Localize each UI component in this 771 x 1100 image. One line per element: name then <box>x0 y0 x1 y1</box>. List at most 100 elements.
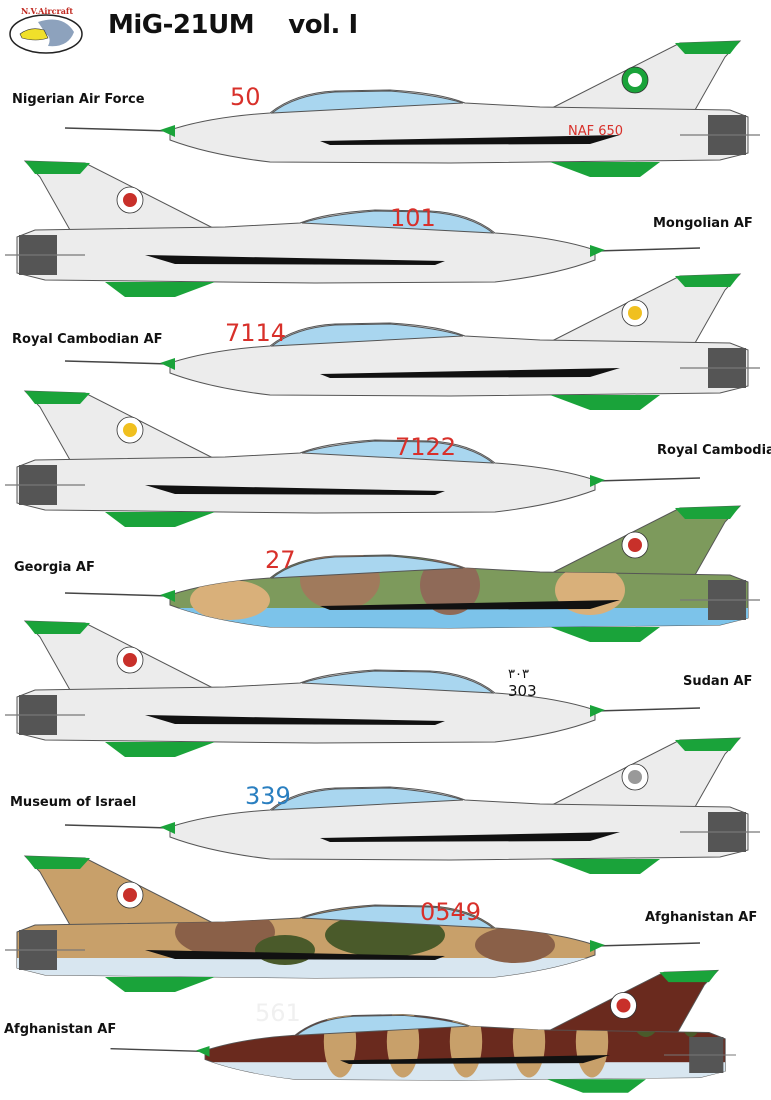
wing-root <box>320 135 620 145</box>
air-force-label: Nigerian Air Force <box>12 92 145 107</box>
svg-text:N.V.Aircraft: N.V.Aircraft <box>21 6 73 16</box>
canopy <box>270 323 464 347</box>
insignia-center <box>628 73 642 87</box>
canopy <box>270 555 464 579</box>
air-force-label: Georgia AF <box>14 560 95 575</box>
nose-cone <box>590 475 605 487</box>
pitot-probe <box>594 707 701 712</box>
air-force-label: Mongolian AF <box>653 216 753 231</box>
aircraft-code: 7122 <box>395 433 457 461</box>
air-force-label: Sudan AF <box>683 674 753 689</box>
aircraft-code: 561 <box>255 999 301 1027</box>
camo-patch <box>475 927 555 963</box>
ventral-fin <box>550 395 660 410</box>
aircraft-profile <box>5 390 701 527</box>
pitot-probe <box>64 824 171 829</box>
secondary-marking: ٣٠٣ <box>508 667 529 682</box>
aircraft-code: 7114 <box>225 319 287 347</box>
fin-tip <box>25 856 90 869</box>
fin-tip <box>675 41 740 54</box>
insignia-center <box>123 653 137 667</box>
aircraft-code: 339 <box>245 782 291 810</box>
aircraft-profile <box>64 505 760 642</box>
insignia-center <box>123 423 137 437</box>
pitot-probe <box>594 477 701 482</box>
insignia-center <box>628 306 642 320</box>
wing-root <box>145 255 445 265</box>
fin-tip <box>675 738 740 751</box>
camo-patch <box>449 1014 483 1078</box>
canopy <box>301 440 495 464</box>
nose-cone <box>196 1046 210 1057</box>
nose-cone <box>160 358 175 370</box>
aircraft-code: 101 <box>390 204 436 232</box>
ventral-fin <box>550 627 660 642</box>
canopy <box>270 90 464 114</box>
nose-cone <box>160 822 175 834</box>
wing-root <box>145 715 445 725</box>
secondary-marking: NAF 650 <box>568 124 624 139</box>
nose-cone <box>160 590 175 602</box>
ventral-fin <box>105 282 215 297</box>
fin-tip <box>25 621 90 634</box>
aircraft-code: 27 <box>265 546 296 574</box>
aircraft-profile <box>5 855 701 992</box>
aircraft-profile <box>5 620 701 757</box>
fin-tip <box>659 970 718 983</box>
fin-tip <box>675 274 740 287</box>
air-force-label: Museum of Israel <box>10 795 137 810</box>
aircraft-code: 303 <box>508 682 537 700</box>
air-force-label: Royal Cambodian AF <box>12 332 163 347</box>
aircraft-code: 50 <box>230 83 261 111</box>
nv-aircraft-logo: N.V.Aircraft <box>9 6 83 54</box>
nose-cone <box>590 940 605 952</box>
aircraft-profile <box>64 40 760 177</box>
air-force-label: Afghanistan AF <box>4 1022 117 1037</box>
wing-root <box>145 485 445 495</box>
pitot-probe <box>64 592 171 597</box>
wing-root <box>320 600 620 610</box>
aircraft-profile <box>64 737 760 874</box>
insignia-center <box>123 888 137 902</box>
camo-patch <box>255 935 315 965</box>
ventral-fin <box>105 512 215 527</box>
nose-cone <box>590 705 605 717</box>
nose-cone <box>160 125 175 137</box>
underside <box>17 958 595 978</box>
insignia-center <box>123 193 137 207</box>
ventral-fin <box>105 977 215 992</box>
camo-patch <box>512 1014 546 1078</box>
wing-root <box>340 1055 610 1064</box>
air-force-label: Afghanistan AF <box>645 910 758 925</box>
wing-root <box>320 368 620 378</box>
wing-root <box>145 950 445 960</box>
ventral-fin <box>550 162 660 177</box>
canopy <box>301 905 495 929</box>
ventral-fin <box>547 1079 646 1093</box>
canopy <box>295 1014 469 1036</box>
aircraft-profile <box>64 273 760 410</box>
fin-tip <box>25 391 90 404</box>
pitot-probe <box>594 247 701 252</box>
canopy <box>270 787 464 811</box>
canopy <box>301 210 495 234</box>
page-title: MiG-21UM vol. I <box>108 10 358 40</box>
ventral-fin <box>550 859 660 874</box>
insignia-center <box>628 538 642 552</box>
camo-patch <box>420 555 480 615</box>
underside <box>205 1062 726 1081</box>
nose-cone <box>590 245 605 257</box>
fin-tip <box>25 161 90 174</box>
wing-root <box>320 832 620 842</box>
pitot-probe <box>64 127 171 132</box>
pitot-probe <box>64 360 171 365</box>
pitot-probe <box>110 1048 206 1053</box>
insignia-center <box>616 998 631 1013</box>
aircraft-code: 0549 <box>420 898 482 926</box>
ventral-fin <box>105 742 215 757</box>
aircraft-profile <box>5 160 701 297</box>
camo-patch <box>190 580 270 620</box>
insignia-center <box>628 770 642 784</box>
canopy <box>301 670 495 694</box>
